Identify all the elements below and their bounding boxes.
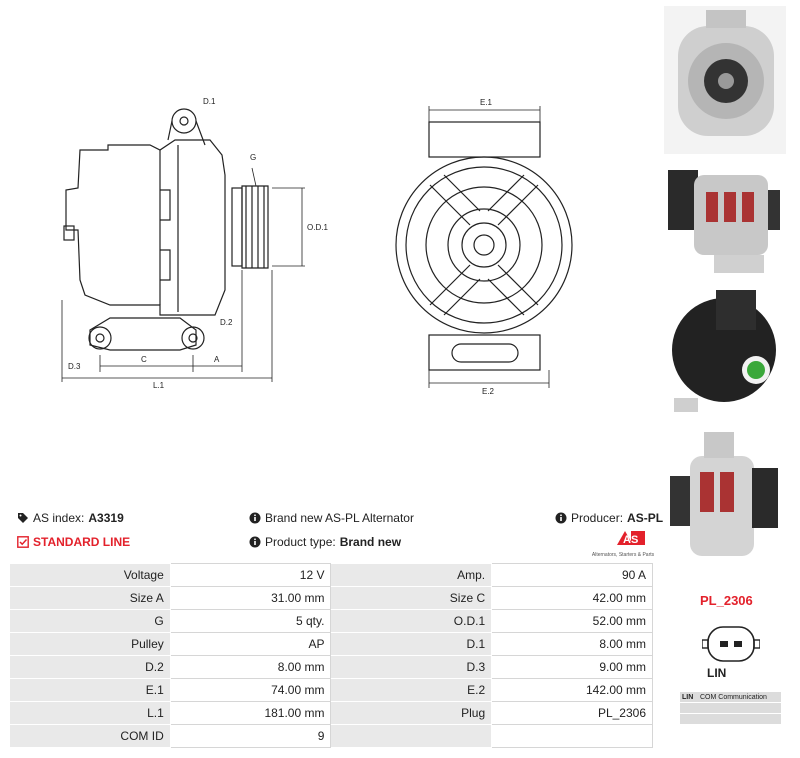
spec-label: Amp.	[330, 563, 493, 587]
spec-label: Size A	[9, 586, 171, 610]
as-index-label: AS index:	[33, 511, 85, 525]
pin-description	[698, 702, 781, 714]
spec-label: Size C	[330, 586, 493, 610]
product-type-value: Brand new	[339, 535, 402, 549]
pin-id	[680, 713, 698, 725]
producer-label: Producer:	[571, 511, 624, 525]
technical-drawing: D.1 G O.D.1 D.2 D.3 C A L.1 E.1 E.2	[61, 97, 573, 396]
producer: Producer: AS-PL	[555, 511, 663, 525]
spec-label: COM ID	[9, 724, 171, 748]
spec-value: 52.00 mm	[491, 609, 653, 633]
pin-id	[680, 702, 698, 714]
pin-description: COM Communication	[698, 692, 781, 703]
spec-value: 31.00 mm	[169, 586, 332, 610]
label-d3: D.3	[68, 362, 81, 371]
spec-value: 181.00 mm	[169, 701, 332, 725]
product-photo-back[interactable]	[664, 288, 786, 416]
spec-value: 42.00 mm	[491, 586, 653, 610]
label-e2: E.2	[482, 387, 495, 396]
spec-label: L.1	[9, 701, 171, 725]
spec-value: 5 qty.	[169, 609, 332, 633]
spec-label: Plug	[330, 701, 493, 725]
spec-label: O.D.1	[330, 609, 493, 633]
spec-label: D.3	[330, 655, 493, 679]
spec-value: 12 V	[169, 563, 332, 587]
label-a: A	[214, 355, 220, 364]
label-e1: E.1	[480, 98, 493, 107]
spec-label: Voltage	[9, 563, 171, 587]
logo-tagline: Alternators, Starters & Parts	[591, 552, 655, 558]
spec-label: Pulley	[9, 632, 171, 656]
description-text: Brand new AS-PL Alternator	[265, 511, 414, 525]
spec-value: 9.00 mm	[491, 655, 653, 679]
as-index: AS index: A3319	[17, 511, 124, 525]
pin-id: LIN	[680, 692, 698, 703]
spec-label	[330, 724, 493, 748]
tags-icon	[18, 513, 28, 523]
product-photo-front[interactable]	[664, 6, 786, 154]
spec-value: 74.00 mm	[169, 678, 332, 702]
info-circle-icon	[249, 512, 261, 524]
label-g: G	[250, 153, 256, 162]
pin-row	[680, 713, 781, 725]
spec-value: 9	[169, 724, 332, 748]
label-od1: O.D.1	[307, 223, 328, 232]
product-type-label: Product type:	[265, 535, 336, 549]
spec-value: 90 A	[491, 563, 653, 587]
spec-label: D.2	[9, 655, 171, 679]
standard-line-text: STANDARD LINE	[33, 535, 131, 549]
spec-label: E.1	[9, 678, 171, 702]
product-type: Product type: Brand new	[249, 535, 401, 549]
spec-label: D.1	[330, 632, 493, 656]
pin-row	[680, 702, 781, 714]
spec-value: 8.00 mm	[491, 632, 653, 656]
label-d1: D.1	[203, 97, 216, 106]
as-logo: AS Alternators, Starters & Parts	[591, 529, 655, 558]
info-circle-icon	[249, 536, 261, 548]
label-l1: L.1	[153, 381, 165, 390]
standard-line: STANDARD LINE	[17, 535, 130, 549]
description: Brand new AS-PL Alternator	[249, 511, 414, 525]
logo-text: AS	[623, 534, 638, 546]
as-logo-mark: AS	[617, 531, 645, 546]
spec-label: G	[9, 609, 171, 633]
spec-label: E.2	[330, 678, 493, 702]
product-photo-angle[interactable]	[664, 428, 786, 576]
label-d2: D.2	[220, 318, 233, 327]
product-photo-side[interactable]	[664, 160, 786, 280]
plug-connector-icon	[702, 626, 760, 662]
spec-value: 8.00 mm	[169, 655, 332, 679]
info-circle-icon	[555, 512, 567, 524]
spec-value	[491, 724, 653, 748]
plug-type: LIN	[707, 666, 727, 680]
as-index-value: A3319	[88, 511, 124, 525]
spec-value: 142.00 mm	[491, 678, 653, 702]
label-c: C	[141, 355, 147, 364]
spec-value: PL_2306	[491, 701, 653, 725]
check-square-icon	[17, 536, 29, 548]
pin-description	[698, 713, 781, 725]
plug-code: PL_2306	[700, 593, 753, 608]
producer-value: AS-PL	[627, 511, 664, 525]
spec-value: AP	[169, 632, 332, 656]
